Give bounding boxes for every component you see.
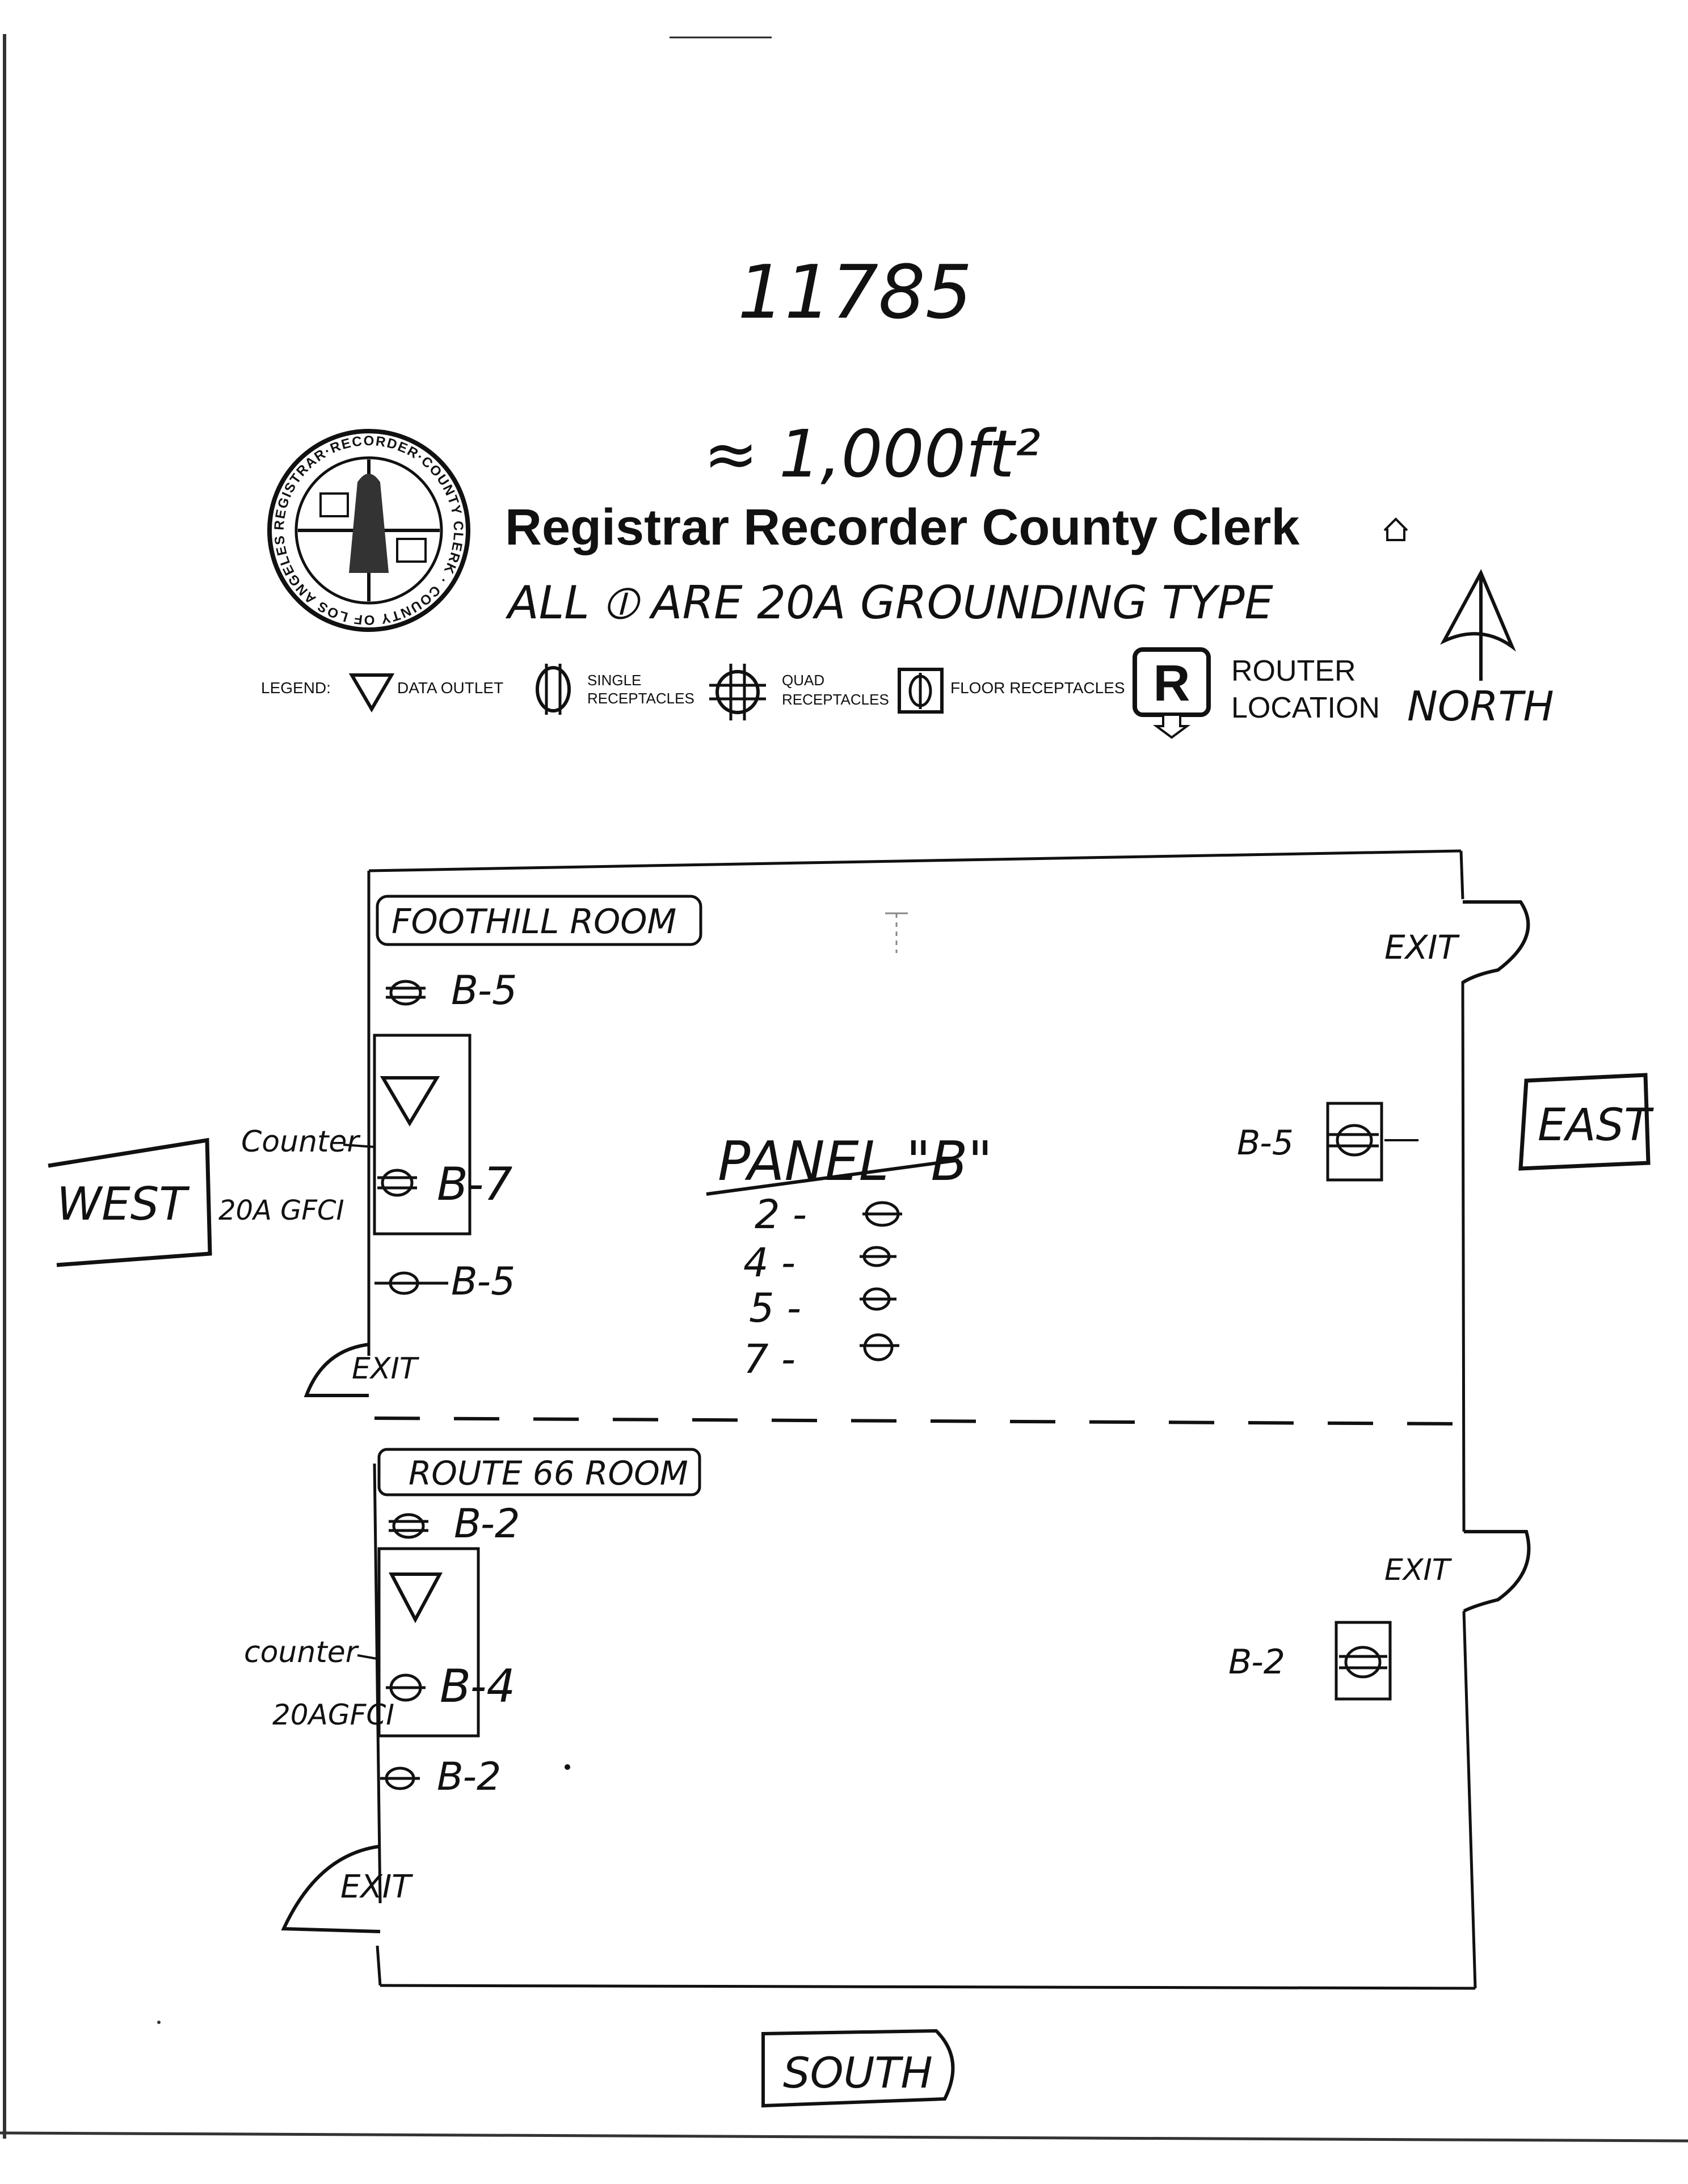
outlet-label-foothill-floor: B-5	[1237, 1123, 1294, 1163]
legend-floor: FLOOR RECEPTACLES	[950, 679, 1125, 697]
foothill-room-label-box	[376, 895, 702, 946]
floor-receptacle-icon	[898, 668, 944, 714]
exit-west-foothill	[304, 1343, 369, 1397]
east-label: EAST	[1538, 1100, 1654, 1151]
grounding-note: ALL ⦶ ARE 20A GROUNDING TYPE	[505, 576, 1273, 629]
panel-row-circuit: 2 -	[755, 1191, 807, 1238]
exit-west-route66	[281, 1845, 381, 1933]
legend-quad-1: QUAD	[782, 672, 824, 689]
org-title: Registrar Recorder County Clerk	[505, 499, 1300, 556]
floor-receptacle-route66	[1335, 1621, 1392, 1701]
scan-mark	[157, 2021, 161, 2024]
outlet-label-route66-counter: B-4	[440, 1660, 515, 1713]
data-outlet-route66-icon	[389, 1572, 443, 1624]
exit-east-route66	[1463, 1530, 1531, 1613]
counter-foothill	[373, 1034, 472, 1236]
receptacle-foothill-counter	[377, 1169, 417, 1197]
legend-single-2: RECEPTACLES	[587, 690, 694, 707]
gfci-label-route66: 20AGFCI	[272, 1698, 394, 1731]
exit-label-northeast: EXIT	[1384, 928, 1460, 967]
route66-room-label-box	[377, 1448, 701, 1496]
page-edge-bottom	[0, 2131, 1688, 2143]
home-icon	[1383, 517, 1408, 541]
svg-text:REGISTRAR·RECORDER·COUNTY CLER: REGISTRAR·RECORDER·COUNTY CLERK · COUNTY…	[0, 0, 466, 627]
outlet-label-foothill-bottom: B-5	[451, 1259, 515, 1304]
panel-row-receptacle-icon	[862, 1201, 902, 1227]
room-divider	[374, 1416, 1464, 1426]
data-outlet-foothill-icon	[380, 1076, 440, 1127]
counter-label-foothill: Counter	[241, 1125, 361, 1159]
single-receptacle-icon	[536, 664, 571, 715]
west-label-box	[48, 1137, 212, 1267]
receptacle-foothill-bottom	[374, 1271, 448, 1295]
seal-figure-icon	[349, 474, 389, 573]
panel-row-receptacle-icon	[860, 1333, 899, 1361]
legend-single-1: SINGLE	[587, 672, 641, 689]
panel-schedule: PANEL "B" 2 - 4 - 5 - 7 -	[706, 1131, 992, 1382]
south-label: SOUTH	[783, 2048, 933, 2098]
panel-row-circuit: 4 -	[743, 1239, 795, 1286]
exit-northeast	[1462, 900, 1530, 984]
receptacle-foothill-top	[386, 980, 426, 1006]
exit-label-east-route66: EXIT	[1384, 1553, 1453, 1587]
panel-underline	[706, 1158, 959, 1196]
building-outline	[367, 849, 1477, 1990]
outlet-label-route66-floor: B-2	[1228, 1642, 1285, 1682]
receptacle-route66-top	[389, 1513, 428, 1539]
legend-label: LEGEND:	[261, 679, 331, 697]
area-note: ≈ 1,000ft²	[704, 416, 1041, 492]
outlet-label-route66-bottom: B-2	[437, 1755, 501, 1799]
outlet-label-foothill-top: B-5	[451, 967, 517, 1014]
legend-data-outlet: DATA OUTLET	[397, 679, 503, 697]
leader-line	[343, 1144, 376, 1148]
exit-label-west-route66: EXIT	[340, 1869, 413, 1905]
legend-router-1: ROUTER	[1231, 655, 1356, 688]
data-outlet-icon	[348, 673, 395, 712]
counter-label-route66: counter	[244, 1635, 360, 1669]
north-label: NORTH	[1407, 682, 1554, 730]
outlet-label-foothill-counter: B-7	[437, 1158, 512, 1211]
north-arrow-icon	[1440, 569, 1516, 681]
floor-receptacle-foothill	[1326, 1102, 1418, 1182]
foothill-room-label: FOOTHILL ROOM	[392, 902, 676, 942]
receptacle-route66-bottom	[380, 1766, 420, 1790]
exit-label-west-foothill: EXIT	[352, 1352, 420, 1386]
panel-row-receptacle-icon	[860, 1246, 896, 1267]
east-label-box	[1518, 1073, 1651, 1171]
quad-receptacle-icon	[709, 664, 766, 720]
legend-quad-2: RECEPTACLES	[782, 691, 889, 708]
legend: LEGEND: DATA OUTLET SINGLE RECEPTACLES Q…	[261, 647, 1380, 739]
panel-row-circuit: 5 -	[749, 1285, 801, 1331]
legend-router-2: LOCATION	[1231, 692, 1380, 724]
counter-route66	[377, 1547, 480, 1738]
county-seal: REGISTRAR·RECORDER·COUNTY CLERK · COUNTY…	[0, 0, 470, 632]
south-label-box	[761, 2029, 955, 2108]
scan-mark	[565, 1764, 570, 1770]
job-number: 11785	[738, 249, 973, 335]
receptacle-route66-counter	[386, 1673, 426, 1702]
west-label: WEST	[57, 1178, 190, 1230]
leader-line	[357, 1654, 381, 1660]
gfci-label-foothill: 20A GFCI	[218, 1195, 344, 1226]
router-letter: R	[1154, 655, 1190, 712]
router-icon	[1133, 647, 1211, 739]
route66-room-label: ROUTE 66 ROOM	[409, 1454, 688, 1492]
panel-row-receptacle-icon	[860, 1287, 896, 1311]
outlet-label-route66-top: B-2	[454, 1500, 520, 1547]
panel-row-circuit: 7 -	[743, 1336, 795, 1382]
